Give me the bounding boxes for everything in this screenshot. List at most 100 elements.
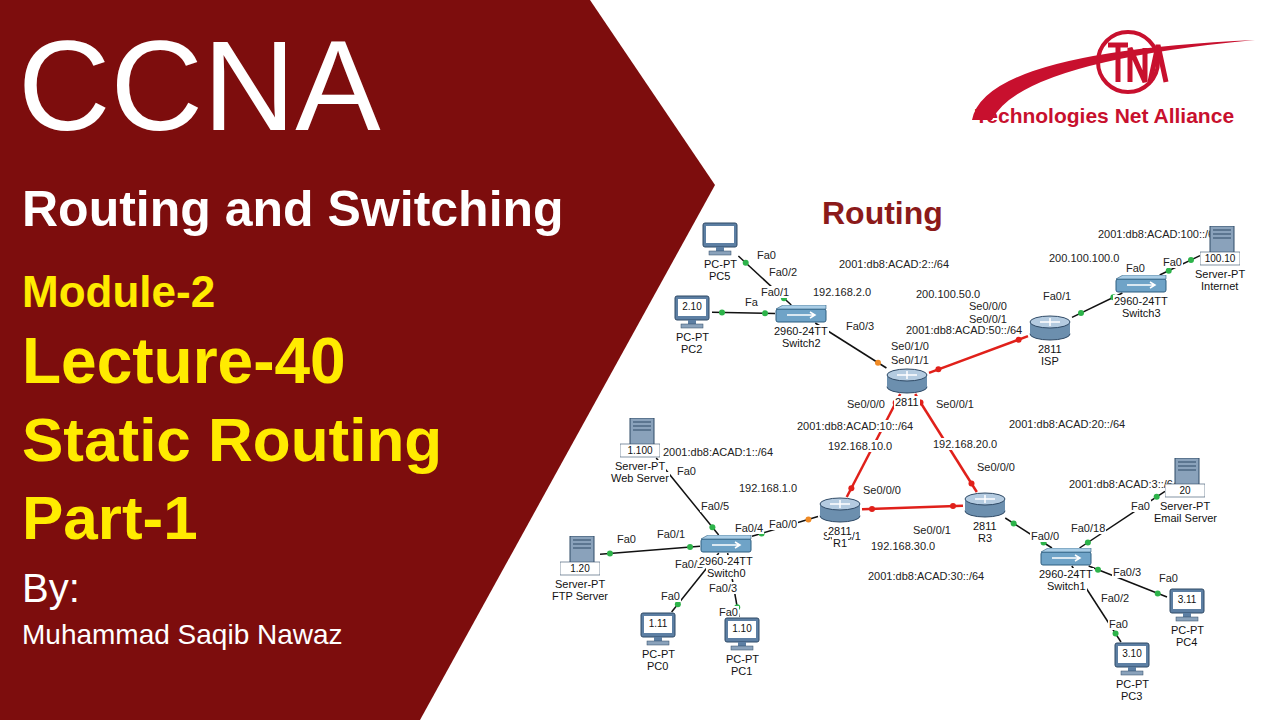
port-label: 192.168.1.0 xyxy=(738,482,798,494)
device-caption: Server-PT xyxy=(614,460,666,472)
device-caption: Server-PT xyxy=(1194,268,1246,280)
device-caption: PC-PT xyxy=(703,258,738,270)
device-caption: Switch2 xyxy=(781,337,822,349)
port-label: Fa0/1 xyxy=(1042,290,1072,302)
port-label: Fa0/0 xyxy=(1030,530,1060,542)
switch-icon: 2960-24TTSwitch0 xyxy=(700,535,752,553)
switch-icon: 2960-24TTSwitch3 xyxy=(1115,275,1167,293)
device-drawing xyxy=(638,612,678,646)
device-caption: 2811 xyxy=(1037,343,1063,355)
device-drawing xyxy=(1040,548,1092,566)
pc-icon: PC-PTPC5 xyxy=(700,222,740,256)
device-caption: Web Server xyxy=(610,472,670,484)
port-label: Fa0/5 xyxy=(700,500,730,512)
heading-text: By: xyxy=(22,566,80,610)
heading-text: Static Routing xyxy=(22,406,442,474)
device-drawing xyxy=(1028,315,1072,341)
port-label: 192.168.30.0 xyxy=(870,540,936,552)
port-label: Se0/0/1 xyxy=(968,313,1008,325)
device-drawing xyxy=(885,368,929,394)
device-drawing xyxy=(672,295,712,329)
port-label: 192.168.20.0 xyxy=(932,438,998,450)
port-label: 2001:db8:ACAD:10::/64 xyxy=(796,420,914,432)
port-label: Fa0/3 xyxy=(845,320,875,332)
device-drawing xyxy=(722,617,762,651)
router-icon: 2811R3 xyxy=(963,492,1007,518)
heading-text: Technologies Net Alliance xyxy=(975,104,1234,127)
port-label: 2001:db8:ACAD:3::/64 xyxy=(1068,478,1180,490)
device-caption: R3 xyxy=(977,532,993,544)
screen-address: 2.10 xyxy=(672,301,712,312)
port-label: Se0/0/0 xyxy=(862,484,902,496)
device-caption: 2960-24TT xyxy=(1038,568,1094,580)
screen-address: 1.10 xyxy=(722,623,762,634)
pc-icon: 3.10PC-PTPC3 xyxy=(1112,642,1152,676)
serial-link xyxy=(862,503,963,512)
pc-icon: 3.11PC-PTPC4 xyxy=(1167,588,1207,622)
ethernet-link xyxy=(712,310,775,317)
device-caption: 2960-24TT xyxy=(1113,295,1169,307)
device-drawing xyxy=(963,492,1007,518)
port-label: Fa0 xyxy=(676,465,697,477)
port-label: 192.168.10.0 xyxy=(827,440,893,452)
device-caption: Server-PT xyxy=(1159,500,1211,512)
port-label: Fa0 xyxy=(616,533,637,545)
device-caption: PC2 xyxy=(680,343,703,355)
device-caption: 2811 xyxy=(894,396,920,408)
router-icon: 2811 xyxy=(885,368,929,394)
device-caption: PC0 xyxy=(646,660,669,672)
device-drawing xyxy=(700,535,752,553)
switch-icon: 2960-24TTSwitch2 xyxy=(775,305,827,323)
device-caption: FTP Server xyxy=(551,590,609,602)
port-label: 2001:db8:ACAD:50::/64 xyxy=(905,324,1023,336)
port-label: Fa0 xyxy=(1158,572,1179,584)
heading-text: Routing and Switching xyxy=(22,182,564,237)
device-drawing xyxy=(700,222,740,256)
device-caption: PC-PT xyxy=(725,653,760,665)
screen-address: 3.11 xyxy=(1167,594,1207,605)
port-label: Se0/0/0 xyxy=(968,300,1008,312)
screen-address: 20 xyxy=(1165,485,1205,496)
device-drawing xyxy=(775,305,827,323)
router-icon: 2811R1 xyxy=(818,497,862,523)
device-caption: PC4 xyxy=(1175,636,1198,648)
port-label: Se0/0/1 xyxy=(912,524,952,536)
port-label: Fa0/3 xyxy=(1112,566,1142,578)
serial-link xyxy=(929,336,1028,373)
device-caption: 2960-24TT xyxy=(698,555,754,567)
device-caption: 2811 xyxy=(827,525,853,537)
server-icon: 1.20Server-PTFTP Server xyxy=(560,536,600,576)
heading-text: Module-2 xyxy=(22,268,215,316)
server-icon: 1.100Server-PTWeb Server xyxy=(620,418,660,458)
device-caption: PC-PT xyxy=(641,648,676,660)
device-caption: PC-PT xyxy=(1170,624,1205,636)
port-label: Se0/0/0 xyxy=(976,461,1016,473)
device-caption: Server-PT xyxy=(554,578,606,590)
device-drawing xyxy=(818,497,862,523)
screen-address: 1.11 xyxy=(638,618,678,629)
port-label: Fa0 xyxy=(1108,618,1129,630)
port-label: Fa0/3 xyxy=(708,582,738,594)
port-label: Se0/0/1 xyxy=(935,398,975,410)
port-label: 192.168.2.0 xyxy=(812,286,872,298)
port-label: Fa xyxy=(744,296,759,308)
heading-text: Routing xyxy=(822,196,943,231)
port-label: 200.100.100.0 xyxy=(1048,252,1120,264)
device-caption: Internet xyxy=(1200,280,1239,292)
device-caption: R1 xyxy=(832,537,848,549)
port-label: Fa0 xyxy=(660,590,681,602)
screen-address: 3.10 xyxy=(1112,648,1152,659)
port-label: Se0/1/1 xyxy=(890,354,930,366)
device-caption: ISP xyxy=(1040,355,1060,367)
logo-mark xyxy=(1108,45,1166,82)
device-caption: 2811 xyxy=(972,520,998,532)
port-label: 2001:db8:ACAD:100::/64 xyxy=(1097,228,1221,240)
device-caption: PC-PT xyxy=(1115,678,1150,690)
device-drawing xyxy=(1112,642,1152,676)
device-caption: 2960-24TT xyxy=(773,325,829,337)
port-label: Fa0/2 xyxy=(1100,592,1130,604)
device-drawing xyxy=(1115,275,1167,293)
port-label: Se0/1/0 xyxy=(890,340,930,352)
server-icon: 100.10Server-PTInternet xyxy=(1200,226,1240,266)
